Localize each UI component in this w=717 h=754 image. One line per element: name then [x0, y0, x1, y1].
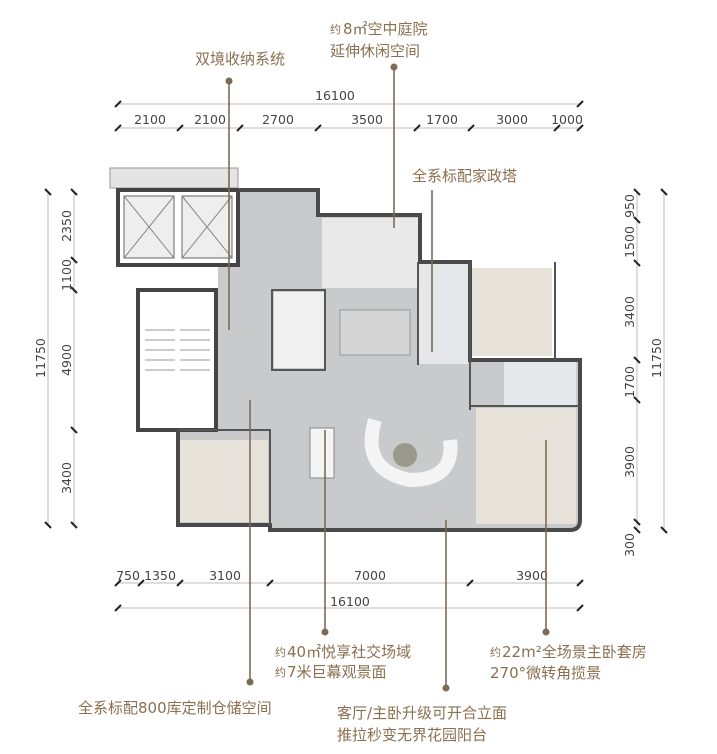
dim: 3900	[622, 446, 637, 478]
callout-courtyard-1: 8㎡空中庭院	[343, 20, 428, 38]
callout-courtyard-2: 延伸休闲空间	[330, 42, 420, 60]
master-bedroom	[476, 408, 576, 524]
kitchen	[274, 292, 324, 368]
dim: 1350	[144, 568, 176, 583]
dim: 750	[116, 568, 140, 583]
floor-plan	[109, 167, 582, 532]
top-total-dim: 16100	[315, 88, 355, 103]
dim: 950	[622, 194, 637, 218]
leader-lines	[225, 63, 550, 692]
living-furniture	[309, 309, 458, 488]
dim: 1700	[622, 366, 637, 398]
bedroom-secondary	[180, 440, 268, 522]
callout-facade-2: 推拉秒变无界花园阳台	[337, 726, 487, 744]
top-dimensions: 16100 2100 2100 2700 3500 1700 3000 1000	[114, 88, 584, 132]
callout-garage: 全系标配800库定制仓储空间	[78, 699, 272, 717]
stairwell	[136, 288, 218, 432]
right-dimensions: 11750 950 1500 3400 1700 3900 300	[622, 188, 668, 557]
callout-housekeeping: 全系标配家政塔	[412, 167, 517, 185]
dim: 7000	[354, 568, 386, 583]
right-total-dim: 11750	[649, 338, 664, 378]
dim: 3900	[516, 568, 548, 583]
dim: 2100	[134, 112, 166, 127]
dim: 1700	[426, 112, 458, 127]
dim: 3100	[209, 568, 241, 583]
callout-social-1: 40㎡悦享社交场域	[287, 643, 411, 661]
left-total-dim: 11750	[33, 338, 48, 378]
bottom-total-dim: 16100	[330, 594, 370, 609]
bedroom-second	[472, 268, 552, 356]
callout-facade-1: 客厅/主卧升级可开合立面	[337, 704, 507, 722]
sky-courtyard	[322, 218, 418, 288]
dim: 1000	[551, 112, 583, 127]
dim: 1100	[59, 259, 74, 291]
bottom-dimensions: 750 1350 3100 7000 3900 16100	[114, 568, 584, 612]
elevator-core	[116, 188, 240, 267]
dim: 3400	[622, 296, 637, 328]
bathroom	[418, 264, 468, 364]
dim: 2350	[59, 210, 74, 242]
dim: 3500	[351, 112, 383, 127]
callout-master-2: 270°微转角揽景	[490, 664, 601, 682]
dim: 300	[622, 533, 637, 557]
callout-storage: 双境收纳系统	[195, 50, 285, 68]
dim: 3000	[496, 112, 528, 127]
dim: 2100	[194, 112, 226, 127]
callout-social-2: 7米巨幕观景面	[287, 663, 387, 681]
callout-prefix: 约	[330, 23, 341, 36]
dim: 2700	[262, 112, 294, 127]
master-bathroom	[504, 362, 576, 406]
callout-master-1: 22m²全场景主卧套房	[502, 643, 647, 661]
callout-prefix: 约	[275, 666, 286, 679]
dim: 4900	[59, 344, 74, 376]
dim: 3400	[59, 462, 74, 494]
callout-prefix: 约	[490, 646, 501, 659]
left-dimensions: 11750 2350 1100 4900 3400	[33, 188, 78, 529]
callout-prefix: 约	[275, 646, 286, 659]
dim: 1500	[622, 226, 637, 258]
